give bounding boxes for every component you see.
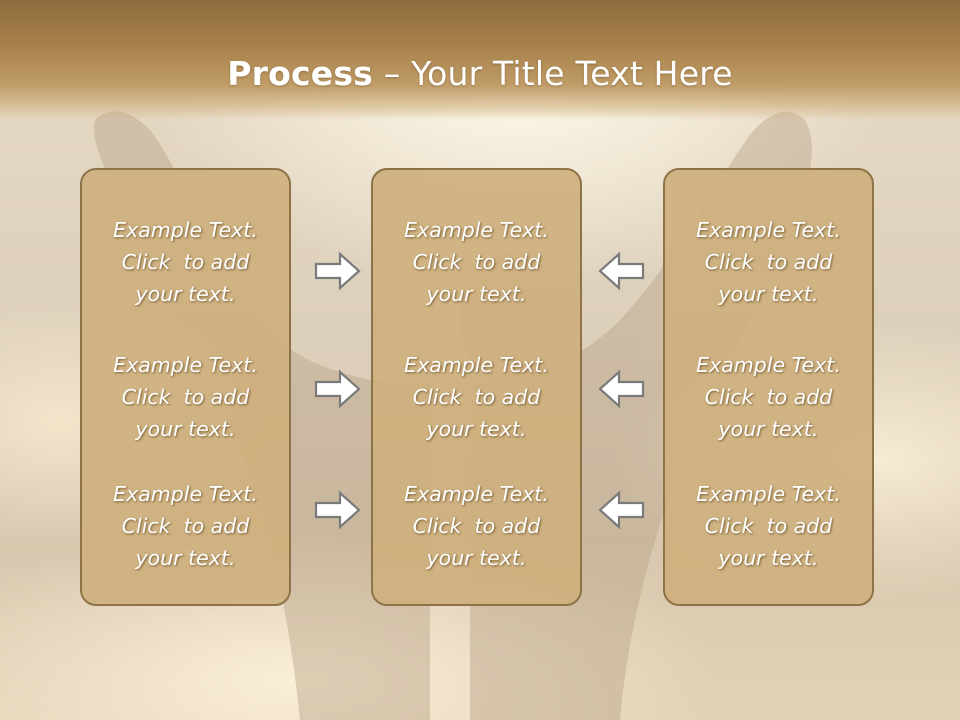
arrow-right-icon[interactable] <box>314 369 362 409</box>
text-line: Example Text. <box>696 353 841 377</box>
text-placeholder[interactable]: Example Text. Click to add your text. <box>82 478 289 574</box>
text-line: your text. <box>718 282 819 306</box>
text-line: Example Text. <box>696 218 841 242</box>
text-placeholder[interactable]: Example Text. Click to add your text. <box>665 478 872 574</box>
text-placeholder[interactable]: Example Text. Click to add your text. <box>373 214 580 310</box>
text-placeholder[interactable]: Example Text. Click to add your text. <box>82 349 289 445</box>
text-placeholder[interactable]: Example Text. Click to add your text. <box>373 349 580 445</box>
text-line: Example Text. <box>404 482 549 506</box>
text-line: Example Text. <box>404 353 549 377</box>
text-placeholder[interactable]: Example Text. Click to add your text. <box>665 349 872 445</box>
text-line: your text. <box>718 546 819 570</box>
process-box-left[interactable]: Example Text. Click to add your text. Ex… <box>80 168 291 606</box>
arrow-left-icon[interactable] <box>597 490 645 530</box>
arrow-left-icon[interactable] <box>597 369 645 409</box>
text-line: Example Text. <box>404 218 549 242</box>
text-line: your text. <box>135 546 236 570</box>
text-line: your text. <box>718 417 819 441</box>
title-rest: – Your Title Text Here <box>373 54 733 93</box>
slide-title[interactable]: Process – Your Title Text Here <box>0 54 960 93</box>
text-placeholder[interactable]: Example Text. Click to add your text. <box>82 214 289 310</box>
text-line: Click to add <box>704 385 833 409</box>
text-line: Click to add <box>412 514 541 538</box>
text-line: Click to add <box>121 250 250 274</box>
text-line: Example Text. <box>113 218 258 242</box>
text-line: Example Text. <box>113 353 258 377</box>
text-line: your text. <box>426 546 527 570</box>
text-line: Click to add <box>704 514 833 538</box>
text-line: Click to add <box>121 514 250 538</box>
process-box-right[interactable]: Example Text. Click to add your text. Ex… <box>663 168 874 606</box>
title-bold: Process <box>227 54 374 93</box>
text-line: your text. <box>426 417 527 441</box>
text-line: your text. <box>135 282 236 306</box>
arrow-right-icon[interactable] <box>314 490 362 530</box>
arrow-right-icon[interactable] <box>314 251 362 291</box>
text-line: your text. <box>135 417 236 441</box>
process-box-center[interactable]: Example Text. Click to add your text. Ex… <box>371 168 582 606</box>
arrow-left-icon[interactable] <box>597 251 645 291</box>
text-line: Click to add <box>704 250 833 274</box>
text-line: Click to add <box>412 385 541 409</box>
text-placeholder[interactable]: Example Text. Click to add your text. <box>373 478 580 574</box>
text-line: Example Text. <box>113 482 258 506</box>
text-line: Click to add <box>412 250 541 274</box>
text-placeholder[interactable]: Example Text. Click to add your text. <box>665 214 872 310</box>
title-bar <box>0 0 960 120</box>
text-line: Click to add <box>121 385 250 409</box>
text-line: Example Text. <box>696 482 841 506</box>
text-line: your text. <box>426 282 527 306</box>
